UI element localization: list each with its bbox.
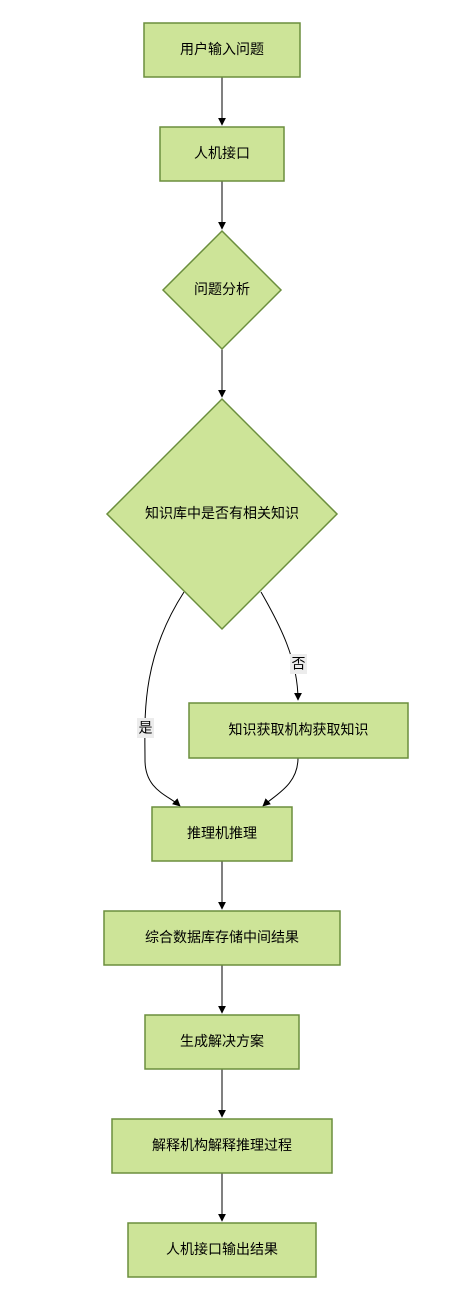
edge-n4-n6-yes xyxy=(144,591,185,807)
svg-text:用户输入问题: 用户输入问题 xyxy=(180,41,264,58)
svg-text:问题分析: 问题分析 xyxy=(194,282,250,298)
svg-text:人机接口: 人机接口 xyxy=(194,145,250,162)
svg-text:知识库中是否有相关知识: 知识库中是否有相关知识 xyxy=(145,505,299,522)
svg-text:综合数据库存储中间结果: 综合数据库存储中间结果 xyxy=(145,930,299,946)
edges xyxy=(144,77,302,1222)
node-human-machine-interface: 人机接口 xyxy=(159,126,285,182)
edge-label-no: 否 xyxy=(290,654,307,674)
svg-text:推理机推理: 推理机推理 xyxy=(187,826,257,842)
svg-text:人机接口输出结果: 人机接口输出结果 xyxy=(166,1241,278,1258)
svg-text:知识获取机构获取知识: 知识获取机构获取知识 xyxy=(229,722,369,739)
edge-n4-n5-no xyxy=(260,591,302,701)
svg-text:解释机构解释推理过程: 解释机构解释推理过程 xyxy=(152,1138,292,1154)
node-explanation: 解释机构解释推理过程 xyxy=(111,1118,333,1174)
node-inference-engine: 推理机推理 xyxy=(151,806,293,862)
node-user-input-question: 用户输入问题 xyxy=(143,22,301,78)
edge-label-yes-text: 是 xyxy=(139,721,153,737)
edge-label-yes-bg xyxy=(137,718,154,738)
node-knowledge-base-decision: 知识库中是否有相关知识 xyxy=(105,397,339,631)
node-knowledge-acquisition: 知识获取机构获取知识 xyxy=(188,702,409,759)
edge-label-no-bg xyxy=(290,654,307,674)
node-database-storage: 综合数据库存储中间结果 xyxy=(103,910,341,966)
edge-n5-n6 xyxy=(262,757,299,807)
node-question-analysis: 问题分析 xyxy=(161,229,283,351)
edge-label-no-text: 否 xyxy=(292,657,306,673)
node-output-result: 人机接口输出结果 xyxy=(127,1222,317,1278)
node-generate-solution: 生成解决方案 xyxy=(144,1014,300,1070)
svg-text:生成解决方案: 生成解决方案 xyxy=(180,1033,264,1050)
edge-label-yes: 是 xyxy=(137,718,154,738)
